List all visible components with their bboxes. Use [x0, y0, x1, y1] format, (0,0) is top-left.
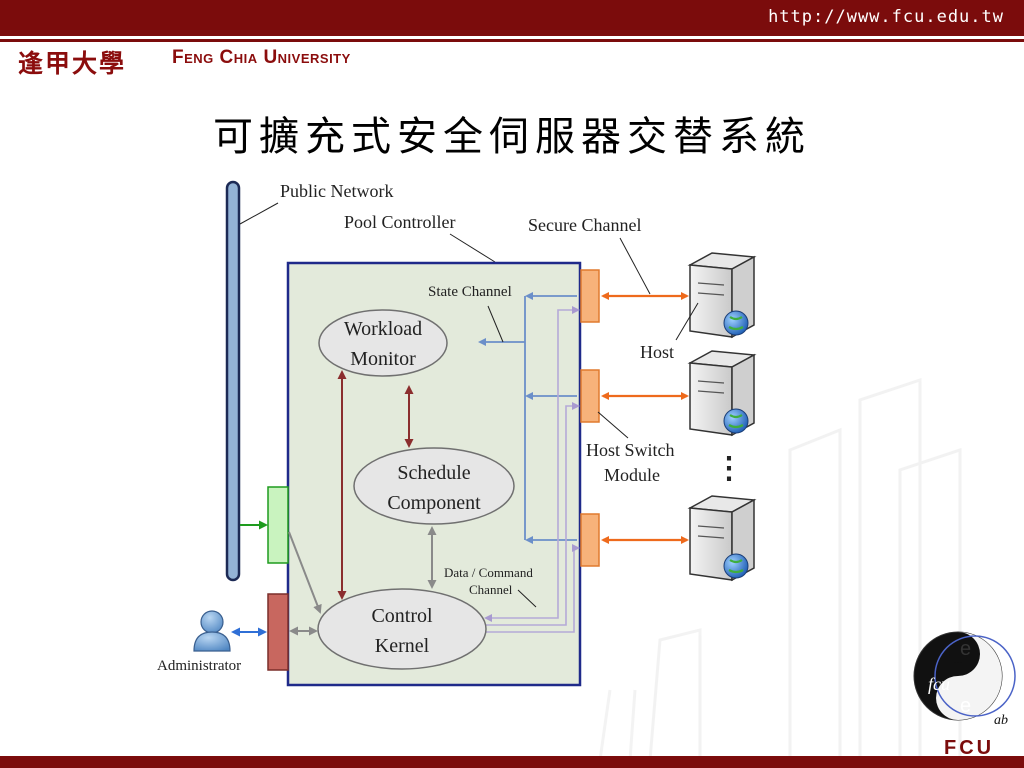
- workload-monitor-label-line2: Monitor: [350, 348, 416, 370]
- public-network-port: [267, 486, 289, 564]
- pool-controller-leader: [449, 233, 496, 263]
- header-divider: [0, 39, 1024, 42]
- host-switch-module-2: [580, 369, 600, 423]
- university-logo-chinese: 逢甲大學: [18, 49, 127, 78]
- fcu-logo: e e fcu ab: [913, 631, 1016, 728]
- schedule-component-ellipse: [353, 447, 515, 525]
- university-logo-english: Feng Chia University: [172, 47, 351, 68]
- host-switch-leader: [597, 411, 629, 439]
- fcu-wordmark: FCU: [944, 737, 995, 759]
- schedule-component-label-line1: Schedule: [397, 462, 470, 484]
- host-leader: [675, 302, 699, 341]
- host-label: Host: [640, 342, 674, 362]
- secure-channel-leader: [619, 237, 651, 295]
- data-command-channel-lines: [484, 306, 580, 633]
- more-hosts-ellipsis: ⋮: [714, 452, 744, 485]
- public-network-label: Public Network: [280, 181, 393, 201]
- admin-port: [267, 593, 289, 671]
- website-url[interactable]: http://www.fcu.edu.tw: [768, 7, 1004, 27]
- host-switch-module-3: [580, 513, 600, 567]
- administrator-label: Administrator: [157, 658, 241, 674]
- workload-monitor-ellipse: [318, 309, 448, 377]
- data-command-leader: [517, 589, 537, 608]
- background-decoration: [598, 377, 962, 761]
- logo-letter-e-bottom: e: [960, 695, 971, 717]
- schedule-component-label-line2: Component: [387, 492, 481, 514]
- host-server-icon-1: [687, 252, 757, 339]
- host-server-icon-2: [687, 350, 757, 437]
- host-server-icon-3: [687, 495, 757, 582]
- public-port-kernel-arrow: [288, 531, 322, 614]
- secure-channel-label: Secure Channel: [528, 215, 641, 235]
- public-network-leader: [239, 202, 279, 225]
- host-switch-module-1: [580, 269, 600, 323]
- bottom-banner: [0, 756, 1024, 768]
- host-switch-label-line1: Host Switch: [586, 440, 675, 460]
- slide-title: 可擴充式安全伺服器交替系統: [213, 114, 811, 160]
- public-network-bar: [225, 180, 241, 582]
- control-kernel-label-line2: Kernel: [375, 635, 430, 657]
- logo-ab-script: ab: [994, 713, 1008, 728]
- state-channel-label: State Channel: [428, 284, 512, 300]
- host-switch-label-line2: Module: [604, 465, 660, 485]
- pool-controller-label: Pool Controller: [344, 212, 456, 232]
- control-kernel-label-line1: Control: [371, 605, 433, 627]
- logo-letter-e-top: e: [960, 638, 971, 660]
- workload-monitor-label-line1: Workload: [344, 318, 422, 340]
- logo-fcu-script: fcu: [928, 674, 950, 694]
- control-kernel-ellipse: [317, 588, 487, 670]
- administrator-icon: [193, 610, 231, 652]
- data-command-label-line1: Data / Command: [444, 565, 533, 580]
- data-command-label-line2: Channel: [469, 582, 513, 597]
- top-banner: http://www.fcu.edu.tw: [0, 0, 1024, 36]
